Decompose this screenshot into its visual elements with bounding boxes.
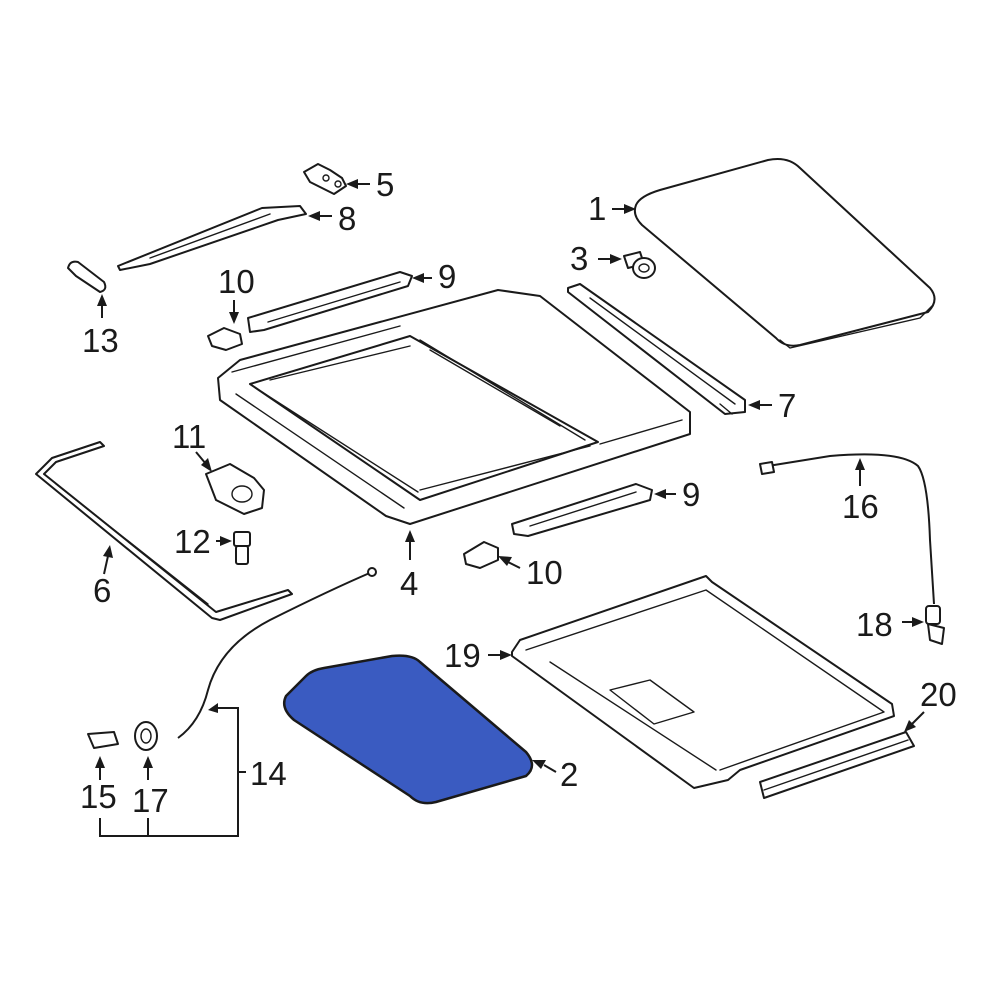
callout-9-lower: 9 [682, 476, 700, 513]
callout-18: 18 [856, 606, 893, 643]
callout-6: 6 [93, 572, 111, 609]
callout-4: 4 [400, 565, 418, 602]
callout-5: 5 [376, 166, 394, 203]
side-rail-part[interactable] [567, 283, 746, 415]
drain-tube-part[interactable] [177, 567, 377, 739]
bolt-part[interactable] [623, 251, 656, 279]
clip-upper-part[interactable] [207, 327, 243, 351]
callout-20: 20 [920, 676, 957, 713]
glass-panel-part[interactable] [633, 158, 936, 349]
callout-10-upper: 10 [218, 263, 255, 300]
callout-15: 15 [80, 778, 117, 815]
callout-16: 16 [842, 488, 879, 525]
callout-17: 17 [132, 782, 169, 819]
callout-9-upper: 9 [438, 258, 456, 295]
callout-8: 8 [338, 200, 356, 237]
callout-10-lower: 10 [526, 554, 563, 591]
glass-seal-part[interactable] [283, 654, 534, 805]
clip-lower-part[interactable] [463, 541, 499, 569]
trim-strip-part[interactable] [759, 731, 915, 799]
callout-7: 7 [778, 387, 796, 424]
callout-2: 2 [560, 756, 578, 793]
plug-part[interactable] [67, 260, 107, 293]
callout-labels: 1 2 3 4 5 6 7 8 9 9 10 10 11 12 13 14 15… [80, 166, 957, 819]
callout-12: 12 [174, 523, 211, 560]
callout-1: 1 [588, 190, 606, 227]
grommet-part[interactable] [134, 721, 158, 751]
leader-lines [95, 179, 925, 837]
callout-14: 14 [250, 755, 287, 792]
motor-part[interactable] [205, 463, 265, 515]
sunroof-frame-part[interactable] [217, 289, 691, 525]
drain-hose-part[interactable] [759, 453, 935, 605]
highlighted-seal[interactable] [283, 654, 534, 805]
sunshade-part[interactable] [511, 575, 895, 789]
connector-part[interactable] [925, 605, 945, 645]
guide-rail-lower-part[interactable] [511, 483, 653, 537]
callout-19: 19 [444, 637, 481, 674]
callout-13: 13 [82, 322, 119, 359]
wind-deflector-part[interactable] [35, 441, 293, 621]
callout-11: 11 [172, 418, 206, 455]
cap-part[interactable] [87, 731, 119, 749]
bracket-part[interactable] [303, 163, 347, 195]
guide-rail-upper-part[interactable] [247, 271, 413, 333]
screw-part[interactable] [233, 531, 251, 565]
callout-3: 3 [570, 240, 588, 277]
deflector-arm-part[interactable] [117, 205, 307, 271]
